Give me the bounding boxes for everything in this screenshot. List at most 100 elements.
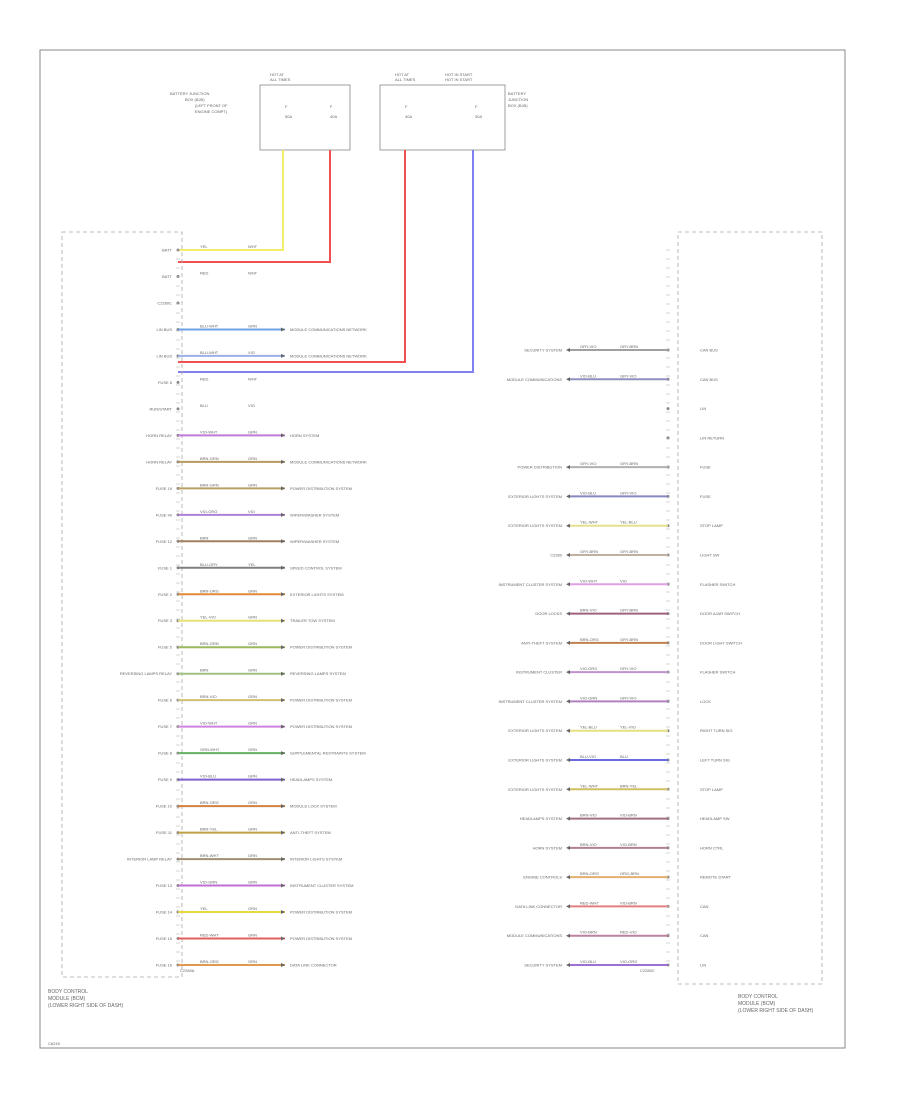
right-pin-label: STOP LAMP xyxy=(700,523,723,528)
left-dest-label: POWER DISTRIBUTION SYSTEM xyxy=(290,724,352,729)
left-wire-color-a: RED-WHT xyxy=(200,933,219,938)
left-wire-color-b: VIO xyxy=(248,509,255,514)
fuse-1b-amp: 40A xyxy=(330,114,337,119)
left-pin-label: BATT xyxy=(162,248,172,253)
left-wire-color-b: WHT xyxy=(248,244,258,249)
right-wire-color-b: ORG-BRN xyxy=(620,871,639,876)
left-pin-label: FUSE 7 xyxy=(158,724,173,729)
left-arrow xyxy=(281,592,285,597)
right-wire-color-b: RED-VIO xyxy=(620,930,637,935)
right-pin-label: HEADLAMP SW xyxy=(700,816,730,821)
right-pin-label: DOOR LIGHT SWITCH xyxy=(700,640,742,645)
left-arrow xyxy=(281,433,285,438)
left-wire-color-b: GRN xyxy=(248,933,257,938)
right-pin-label: LIGHT SW xyxy=(700,553,719,558)
left-pin-dot xyxy=(176,274,180,278)
right-arrow xyxy=(566,523,570,528)
left-pin-label: FUSE 8 xyxy=(158,751,173,756)
right-src-label: DATA LINK CONNECTOR xyxy=(515,904,562,909)
left-wire-color-a: RED xyxy=(200,270,209,275)
left-wire-color-b: VIO xyxy=(248,403,255,408)
left-dest-label: REVERSING LAMPS SYSTEM xyxy=(290,671,346,676)
left-dest-label: WIPER/WASHER SYSTEM xyxy=(290,512,339,517)
right-wire-color-a: VIO-BRN xyxy=(580,930,597,935)
left-wire-color-b: GRN xyxy=(248,827,257,832)
right-arrow xyxy=(566,904,570,909)
left-wire-color-b: GRN xyxy=(248,641,257,646)
right-wire-color-a: VIO-BLU xyxy=(580,490,596,495)
left-wire-color-b: GRN xyxy=(248,482,257,487)
fuse-box-2-text-2: HOT IN START xyxy=(445,72,473,77)
fuse-1a-amp: 50A xyxy=(285,114,292,119)
fuse-2a-amp: 40A xyxy=(405,114,412,119)
left-arrow xyxy=(281,486,285,491)
left-pin-label: LIN BUS xyxy=(156,353,172,358)
right-wire-color-b: BRN-YEL xyxy=(620,783,638,788)
left-pin-dot xyxy=(176,407,180,411)
right-wire-color-b: GRY-VIO xyxy=(620,666,636,671)
right-wire-color-b: GRY-BRN xyxy=(620,344,638,349)
right-pin-label: LOCK xyxy=(700,699,711,704)
left-arrow xyxy=(281,698,285,703)
fuse-box-2-text-4: BATTERY xyxy=(508,91,526,96)
fuse-box-1-text-3: BOX (BJB) xyxy=(185,97,205,102)
left-arrow xyxy=(281,724,285,729)
right-wire-color-b: GRY-VIO xyxy=(620,373,636,378)
right-pin-dot xyxy=(666,407,670,411)
left-pin-label: FUSE 2 xyxy=(158,592,173,597)
left-pin-label: C2280C xyxy=(157,300,172,305)
right-pin-label: STOP LAMP xyxy=(700,787,723,792)
left-module-title-1: MODULE (BCM) xyxy=(48,996,86,1002)
left-dest-label: WIPER/WASHER SYSTEM xyxy=(290,539,339,544)
left-wire-color-a: VIO-BLU xyxy=(200,774,216,779)
left-wire-color-a: BRN xyxy=(200,668,209,673)
left-pin-label: FUSE 10 xyxy=(156,804,173,809)
right-src-label: C2280 xyxy=(550,553,563,558)
right-connector-label: C2280C xyxy=(640,968,655,973)
right-src-label: INSTRUMENT CLUSTER SYSTEM xyxy=(499,582,563,587)
left-module-title-0: BODY CONTROL xyxy=(48,989,88,995)
left-pin-dot xyxy=(176,380,180,384)
right-pin-label: FLASHER SWITCH xyxy=(700,670,735,675)
right-wire-color-a: BRN-VIO xyxy=(580,608,597,613)
fuse-box-1: HOT AT ALL TIMES BATTERY JUNCTION BOX (B… xyxy=(170,72,351,151)
right-src-label: EXTERIOR LIGHTS SYSTEM xyxy=(508,523,562,528)
right-pin-label: LEFT TURN SIG xyxy=(700,758,730,763)
left-pin-label: FUSE 8 xyxy=(158,380,173,385)
left-dest-label: DATA LINK CONNECTOR xyxy=(290,963,337,968)
left-wire-color-b: GRN xyxy=(248,959,257,964)
left-dest-label: HORN SYSTEM xyxy=(290,433,319,438)
left-pin-label: RUN/START xyxy=(149,406,172,411)
left-dest-label: POWER DISTRIBUTION SYSTEM xyxy=(290,645,352,650)
left-wire-color-b: GRN xyxy=(248,694,257,699)
left-pin-label: FUSE 40 xyxy=(156,512,173,517)
right-wire-color-a: BRN-VIO xyxy=(580,842,597,847)
left-pin-label: INTERIOR LAMP RELAY xyxy=(127,857,172,862)
fuse-box-1-outline xyxy=(259,84,351,151)
right-pin-label: RIGHT TURN SIG xyxy=(700,728,733,733)
fuse-1a-label: F xyxy=(285,104,288,109)
left-pin-label: FUSE 9 xyxy=(158,777,173,782)
right-src-label: ANTI-THEFT SYSTEM xyxy=(521,640,562,645)
left-arrow xyxy=(281,565,285,570)
left-arrow xyxy=(281,777,285,782)
left-wire-color-b: GRN xyxy=(248,721,257,726)
